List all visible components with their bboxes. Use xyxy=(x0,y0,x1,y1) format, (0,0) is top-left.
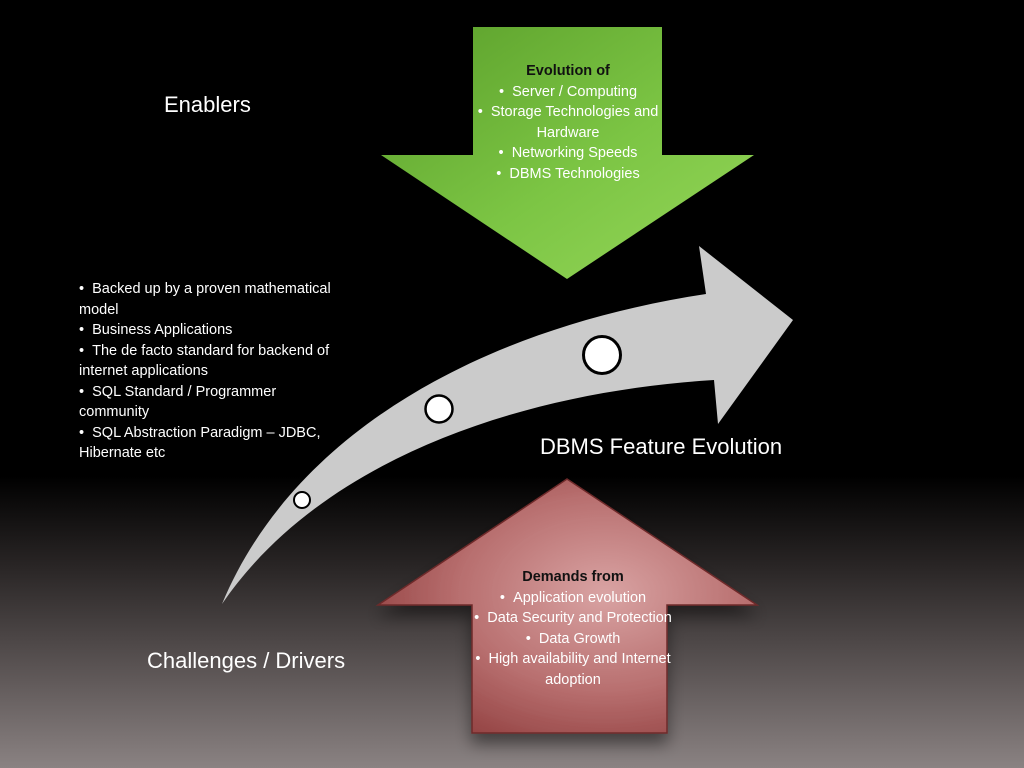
challenges-list: Application evolution Data Security and … xyxy=(472,588,674,691)
list-item: SQL Abstraction Paradigm – JDBC, Hiberna… xyxy=(79,423,347,464)
list-item: Storage Technologies and Hardware xyxy=(476,102,660,143)
list-item: High availability and Internet adoption xyxy=(472,649,674,690)
list-item: SQL Standard / Programmer community xyxy=(79,382,347,423)
list-item: DBMS Technologies xyxy=(476,164,660,185)
milestone-circle-large xyxy=(582,335,622,375)
milestone-circle-small xyxy=(293,491,311,509)
list-item: Application evolution xyxy=(472,588,674,609)
list-item: Data Security and Protection xyxy=(472,608,674,629)
list-item: Server / Computing xyxy=(476,82,660,103)
list-item: Business Applications xyxy=(79,320,347,341)
evolution-arrow xyxy=(222,246,793,604)
challenges-title: Challenges / Drivers xyxy=(147,648,346,673)
list-item: Backed up by a proven mathematical model xyxy=(79,279,347,320)
enablers-box-text: Evolution of Server / Computing Storage … xyxy=(476,61,660,184)
list-item: Data Growth xyxy=(472,629,674,650)
left-points-list: Backed up by a proven mathematical model… xyxy=(79,279,347,464)
list-item: Networking Speeds xyxy=(476,143,660,164)
enablers-box-heading: Evolution of xyxy=(526,63,610,79)
challenges-box-heading: Demands from xyxy=(522,569,624,585)
list-item: The de facto standard for backend of int… xyxy=(79,341,347,382)
enablers-title: Enablers xyxy=(164,92,251,117)
evolution-title: DBMS Feature Evolution xyxy=(540,434,783,459)
enablers-list: Server / Computing Storage Technologies … xyxy=(476,82,660,185)
challenges-box-text: Demands from Application evolution Data … xyxy=(472,567,674,690)
milestone-circle-medium xyxy=(424,394,454,424)
